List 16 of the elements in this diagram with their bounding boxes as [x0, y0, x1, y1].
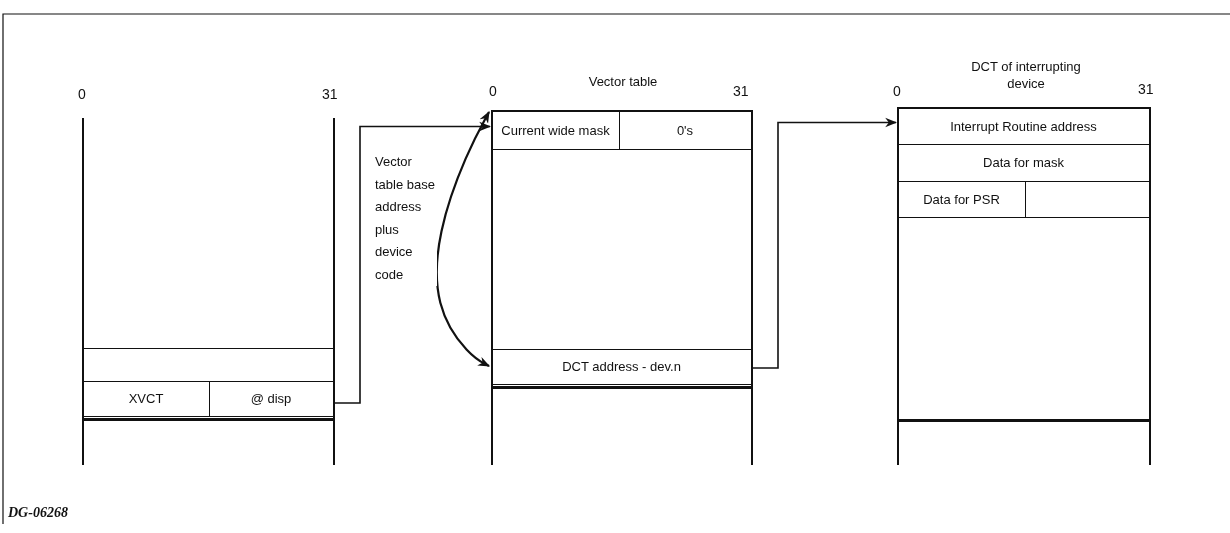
arrow [435, 110, 491, 367]
bit-number: 0 [78, 86, 86, 102]
bit-number: 0 [893, 83, 901, 99]
column-heading: DCT of interrupting device [970, 58, 1082, 92]
bit-number: 31 [733, 83, 749, 99]
memory-word-field: DCT address - dev.n [491, 349, 752, 385]
bit-number: 31 [322, 86, 338, 102]
memory-word-field: Current wide mask [491, 111, 620, 150]
memory-word-field: 0's [618, 111, 752, 150]
column-heading: Vector table [587, 73, 659, 90]
figure-number: DG-06268 [8, 505, 68, 521]
memory-column [82, 118, 335, 465]
arrow [752, 117, 898, 369]
arrow [334, 121, 492, 404]
bit-number: 0 [489, 83, 497, 99]
bit-number: 31 [1138, 81, 1154, 97]
